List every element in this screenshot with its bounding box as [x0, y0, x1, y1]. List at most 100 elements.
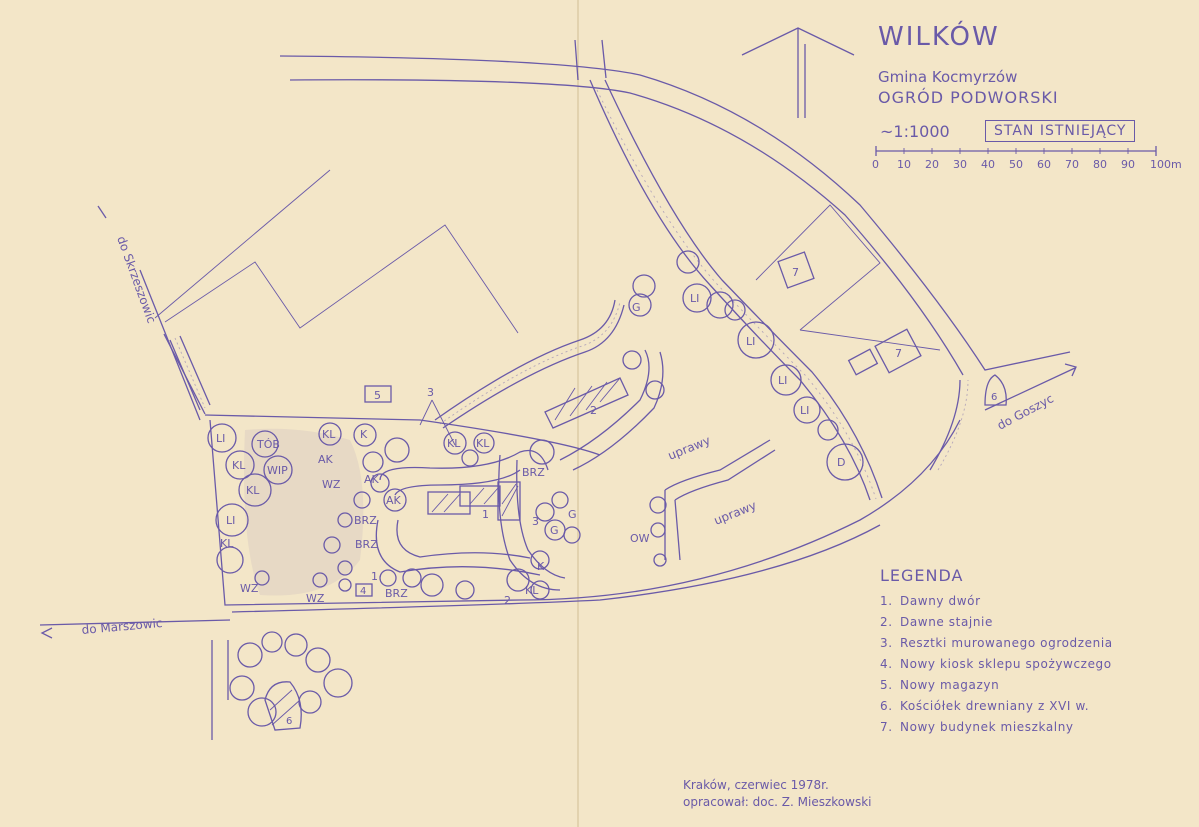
- scale-label: 60: [1037, 158, 1051, 171]
- tree-label: LI: [746, 335, 755, 348]
- hatched-embankments: [169, 79, 969, 501]
- buildings: 5 2 1 4 7 7 6 6: [264, 251, 1007, 731]
- legend-item: 4.Nowy kiosk sklepu spożywczego: [880, 657, 1112, 671]
- north-arrow-icon: [741, 27, 855, 118]
- tree-label: D: [837, 456, 845, 469]
- marker-1b: 1: [371, 570, 378, 583]
- road-label-goszyc: do Goszyc: [995, 391, 1056, 432]
- tree-label: BRZ: [522, 466, 545, 479]
- garden-paths: [375, 349, 776, 591]
- tree-label: TÓB: [256, 438, 280, 451]
- building-1b: [459, 485, 501, 507]
- map-subtitle-garden: OGRÓD PODWORSKI: [878, 88, 1059, 107]
- map-status-box: STAN ISTNIEJĄCY: [985, 120, 1136, 142]
- scale-label: 40: [981, 158, 995, 171]
- tree-label: AK: [386, 494, 402, 507]
- marker-2b: 2: [504, 594, 511, 607]
- road-label-skrzeszowic: do Skrzeszowic: [114, 234, 158, 325]
- road-goszyc: do Goszyc: [984, 363, 1077, 433]
- building-2: [544, 377, 629, 429]
- tree-label: KL: [525, 584, 539, 597]
- scale-label: 20: [925, 158, 939, 171]
- scale-label: 90: [1121, 158, 1135, 171]
- tree-label: KL: [322, 428, 336, 441]
- tree-label: G: [568, 508, 577, 521]
- tree-label: WIP: [267, 464, 288, 477]
- legend-item: 1.Dawny dwór: [880, 594, 981, 608]
- tree-label: LI: [226, 514, 235, 527]
- scale-label: 80: [1093, 158, 1107, 171]
- tree-label: BRZ: [385, 587, 408, 600]
- building-1c: [497, 481, 521, 521]
- tree-label: BRZ: [355, 538, 378, 551]
- tree-label: K: [537, 560, 545, 573]
- building-7a: [777, 251, 815, 289]
- road-label-marszowic: do Marszowic: [81, 616, 163, 637]
- scale-bar: 0 10 20 30 40 50 60 70 80 90 100m: [872, 146, 1182, 171]
- scale-label: 50: [1009, 158, 1023, 171]
- chapel-6: [984, 374, 1007, 406]
- tree-label: WZ: [240, 582, 259, 595]
- footer-place-date: Kraków, czerwiec 1978r.: [683, 778, 829, 792]
- map-title: WILKÓW: [878, 22, 1000, 52]
- legend-item: 6.Kościółek drewniany z XVI w.: [880, 699, 1090, 713]
- area-label-crops: uprawy: [666, 433, 712, 463]
- tree-label: LI: [690, 292, 699, 305]
- park-boundary: [204, 414, 961, 613]
- tree-label: LI: [778, 374, 787, 387]
- tree-label: WZ: [306, 592, 325, 605]
- footer-author: opracował: doc. Z. Mieszkowski: [683, 795, 872, 809]
- map-subtitle: Gmina Kocmyrzów: [878, 68, 1018, 86]
- area-label-crops: uprawy: [712, 498, 758, 528]
- wall-remnants: 3 3 2 1: [371, 386, 539, 607]
- tree-label: KL: [447, 437, 461, 450]
- tree-label: OW: [630, 532, 650, 545]
- marker-4: 4: [360, 586, 366, 597]
- legend-item: 5.Nowy magazyn: [880, 678, 1000, 692]
- marker-6: 6: [286, 716, 292, 727]
- road-skrzeszowic: do Skrzeszowic: [97, 205, 206, 421]
- marker-7b: 7: [895, 347, 902, 360]
- building-5: [364, 385, 392, 403]
- church-6: [264, 681, 302, 731]
- marker-1: 1: [482, 508, 489, 521]
- road-north-east: [279, 39, 1071, 376]
- scale-label: 0: [872, 158, 879, 171]
- scale-label: 100m: [1150, 158, 1182, 171]
- building-1a: [427, 491, 471, 515]
- building-small: [847, 348, 879, 376]
- marker-7a: 7: [792, 266, 799, 279]
- legend-item: 7.Nowy budynek mieszkalny: [880, 720, 1074, 734]
- trees: [207, 250, 864, 727]
- tree-label: KL: [476, 437, 490, 450]
- tree-label: K: [360, 428, 368, 441]
- legend-item: 2.Dawne stajnie: [880, 615, 993, 629]
- tree-label: LI: [216, 432, 225, 445]
- dotted-lawn: [244, 428, 364, 596]
- map-scale: ~1:1000: [880, 122, 950, 141]
- tree-label: KL: [246, 484, 260, 497]
- tree-label: G: [550, 524, 559, 537]
- marker-3b: 3: [532, 515, 539, 528]
- tree-label: BRZ: [354, 514, 377, 527]
- scale-label: 70: [1065, 158, 1079, 171]
- marker-6b: 6: [991, 392, 997, 403]
- legend-list: 1.Dawny dwór 2.Dawne stajnie 3.Resztki m…: [880, 594, 1113, 741]
- building-4: [355, 583, 373, 597]
- tree-label: AK: [318, 453, 334, 466]
- marker-5: 5: [374, 389, 381, 402]
- scale-label: 10: [897, 158, 911, 171]
- tree-label: KL: [232, 459, 246, 472]
- road-marszowic: do Marszowic: [39, 616, 231, 740]
- tree-label: AK: [364, 473, 380, 486]
- tree-label: KL: [220, 537, 234, 550]
- legend-item: 3.Resztki murowanego ogrodzenia: [880, 636, 1113, 650]
- building-7b: [874, 328, 922, 374]
- tree-label: LI: [800, 404, 809, 417]
- legend-title: LEGENDA: [880, 566, 964, 585]
- scale-label: 30: [953, 158, 967, 171]
- marker-3: 3: [427, 386, 434, 399]
- tree-label: G: [632, 301, 641, 314]
